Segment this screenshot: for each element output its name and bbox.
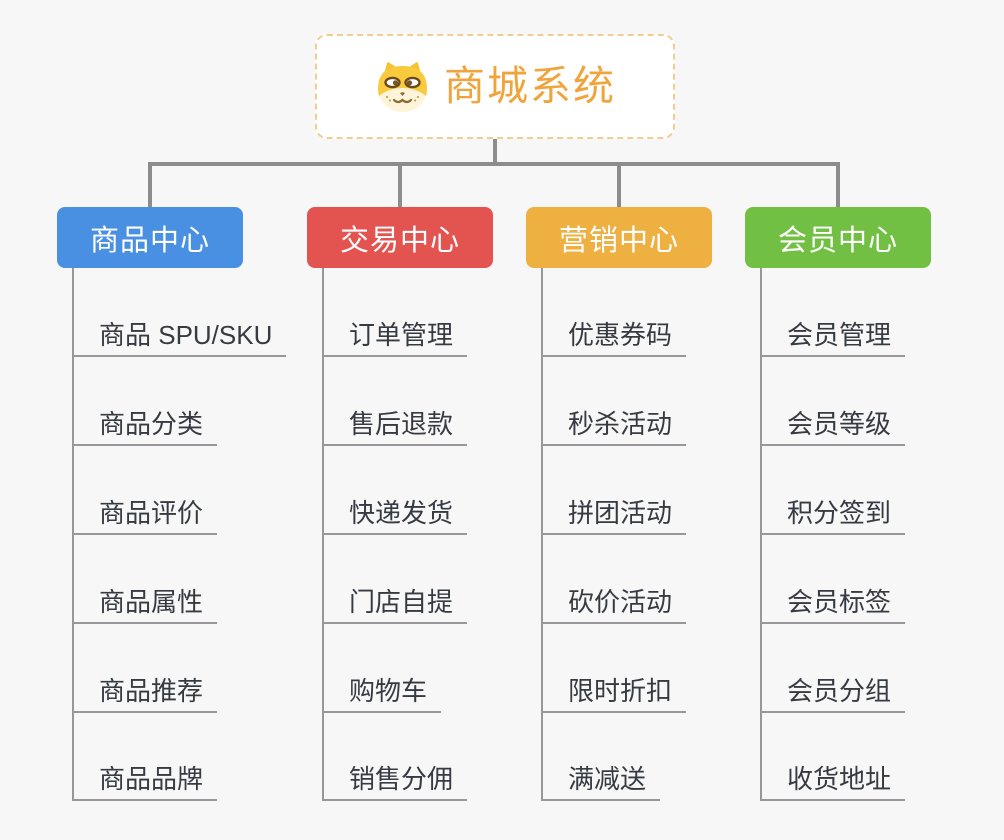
leaf-topic[interactable]: 门店自提: [322, 582, 468, 624]
leaf-topic[interactable]: 积分签到: [760, 493, 906, 535]
branch-node-4[interactable]: 会员中心: [745, 207, 931, 268]
root-title: 商城系统: [444, 63, 616, 109]
leaf-topic[interactable]: 订单管理: [322, 315, 468, 357]
leaf-topic[interactable]: 限时折扣: [541, 671, 687, 713]
leaf-topic[interactable]: 拼团活动: [541, 493, 687, 535]
leaf-topic[interactable]: 快递发货: [322, 493, 468, 535]
root-node-mall-system[interactable]: 商城系统: [315, 34, 675, 139]
leaf-topic[interactable]: 商品品牌: [72, 759, 218, 801]
leaf-topic[interactable]: 商品分类: [72, 404, 218, 446]
leaf-topic[interactable]: 购物车: [322, 671, 442, 713]
leaf-topic[interactable]: 商品 SPU/SKU: [72, 315, 287, 357]
connector-line: [836, 166, 840, 207]
branch-node-2[interactable]: 交易中心: [307, 207, 493, 268]
leaf-topic[interactable]: 满减送: [541, 759, 661, 801]
connector-line: [617, 166, 621, 207]
connector-line: [148, 162, 840, 166]
leaf-topic[interactable]: 优惠券码: [541, 315, 687, 357]
leaf-topic[interactable]: 收货地址: [760, 759, 906, 801]
leaf-topic[interactable]: 商品推荐: [72, 671, 218, 713]
leaf-topic[interactable]: 秒杀活动: [541, 404, 687, 446]
leaf-topic[interactable]: 商品评价: [72, 493, 218, 535]
leaf-topic[interactable]: 会员等级: [760, 404, 906, 446]
leaf-topic[interactable]: 售后退款: [322, 404, 468, 446]
leaf-topic[interactable]: 会员标签: [760, 582, 906, 624]
leaf-topic[interactable]: 商品属性: [72, 582, 218, 624]
branch-node-3[interactable]: 营销中心: [526, 207, 712, 268]
leaf-topic[interactable]: 砍价活动: [541, 582, 687, 624]
leaf-topic[interactable]: 会员管理: [760, 315, 906, 357]
leaf-topic[interactable]: 销售分佣: [322, 759, 468, 801]
leaf-topic[interactable]: 会员分组: [760, 671, 906, 713]
shiba-dog-icon: [378, 62, 427, 112]
connector-line: [148, 166, 152, 207]
branch-node-1[interactable]: 商品中心: [57, 207, 243, 268]
connector-line: [493, 139, 497, 162]
connector-line: [398, 166, 402, 207]
